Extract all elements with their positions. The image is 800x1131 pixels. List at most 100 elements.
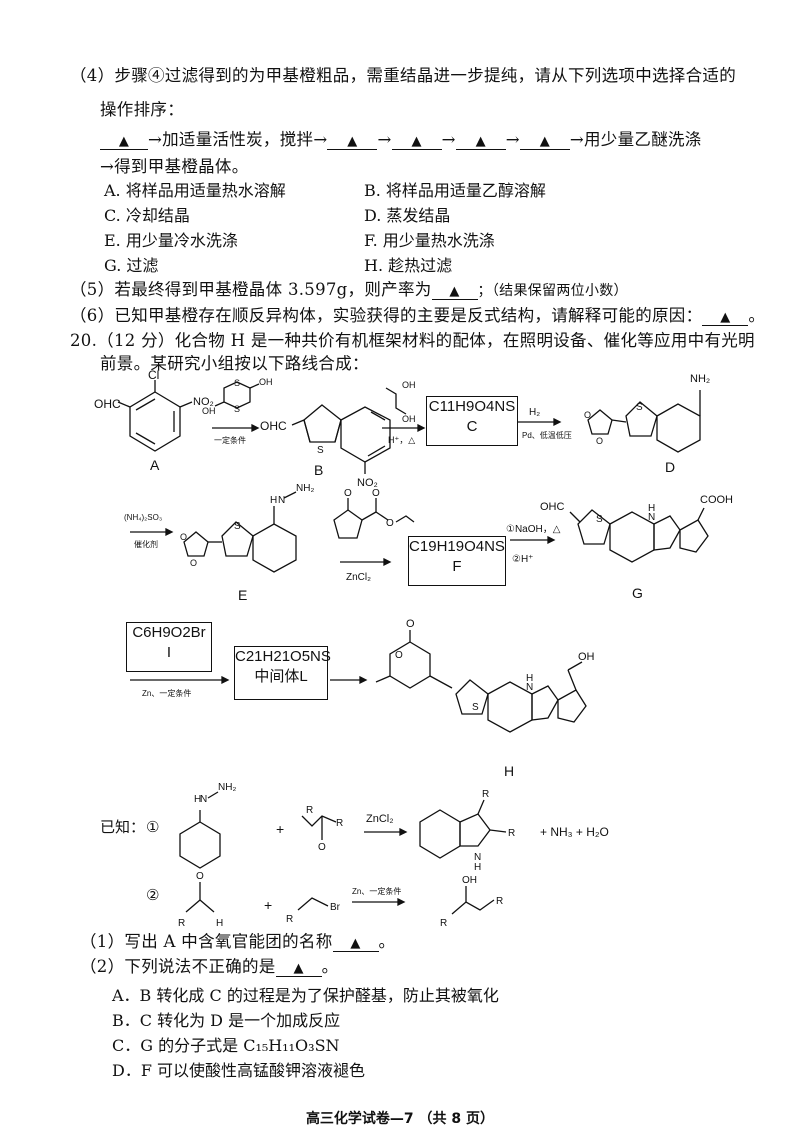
synthesis-scheme: Cl NO₂ OHC A S S OH OH 一定条件 OHC S NO₂ B … <box>94 370 733 929</box>
option-c: C. 冷却结晶 <box>104 206 190 225</box>
answer-blank-yield[interactable]: ▲ <box>431 282 478 300</box>
q19-step-sequence: ▲→加适量活性炭，搅拌→▲→▲→▲→▲→用少量乙醚洗涤 <box>100 126 702 150</box>
svg-text:O: O <box>406 618 415 630</box>
label-g: G <box>632 585 643 601</box>
compound-e: O O H N NH₂ S E <box>180 483 314 603</box>
q19-part4-line2: 操作排序： <box>100 100 184 119</box>
svg-text:H: H <box>270 495 277 506</box>
q19-step-end: →得到甲基橙晶体。 <box>100 157 249 176</box>
ketoester-reagent: O O O <box>333 488 415 539</box>
answer-blank-sub1[interactable]: ▲ <box>332 934 379 952</box>
option-f: F. 用少量热水洗涤 <box>364 231 495 250</box>
svg-text:NO₂: NO₂ <box>357 477 378 489</box>
label-b: B <box>314 462 323 478</box>
option-a: A. 将样品用适量热水溶解 <box>104 181 286 200</box>
answer-blank-4[interactable]: ▲ <box>455 132 506 150</box>
svg-text:O: O <box>344 488 352 499</box>
compound-b: OHC S NO₂ B <box>260 404 391 489</box>
svg-text:+: + <box>264 897 272 913</box>
answer-blank-3[interactable]: ▲ <box>391 132 442 150</box>
svg-text:NH₂: NH₂ <box>218 782 236 793</box>
label-e: E <box>238 587 247 603</box>
svg-text:R: R <box>440 918 447 929</box>
svg-text:N: N <box>200 794 207 805</box>
svg-text:R: R <box>508 828 515 839</box>
svg-text:NH₂: NH₂ <box>690 373 710 385</box>
option-g: G. 过滤 <box>104 256 159 275</box>
svg-text:N: N <box>526 682 533 693</box>
reagent-i-l: Zn、一定条件 <box>142 688 191 698</box>
label-d: D <box>665 459 675 475</box>
compound-h: O O S N H OH H <box>375 618 595 779</box>
q19-part6: （6）已知甲基橙存在顺反异构体，实验获得的主要是反式结构，请解释可能的原因：▲。 <box>70 306 766 326</box>
svg-text:Br: Br <box>330 902 341 913</box>
known1-ketone: R R O <box>301 805 343 853</box>
svg-text:H: H <box>474 862 481 873</box>
no2-group: NO₂ <box>193 396 214 408</box>
svg-text:R: R <box>336 818 343 829</box>
compound-g: OHC S N H COOH G <box>540 494 733 601</box>
option-d: D. 蒸发结晶 <box>364 206 451 225</box>
box-c: C11H9O4NS C <box>426 396 518 446</box>
answer-blank-5[interactable]: ▲ <box>519 132 570 150</box>
svg-text:S: S <box>234 378 240 388</box>
answer-blank-sub2[interactable]: ▲ <box>275 959 322 977</box>
svg-text:O: O <box>395 650 403 661</box>
svg-text:R: R <box>178 918 185 929</box>
answer-blank-1[interactable]: ▲ <box>100 132 148 150</box>
svg-text:NH₂: NH₂ <box>296 483 314 494</box>
label-a: A <box>150 457 160 473</box>
svg-text:R: R <box>482 789 489 800</box>
svg-text:S: S <box>234 521 241 532</box>
q19-part5: （5）若最终得到甲基橙晶体 3.597g，则产率为▲；（结果保留两位小数） <box>70 280 628 300</box>
reagent-c-d-2: Pd、低温低压 <box>522 430 572 440</box>
glycol-reagent: OH OH <box>385 380 416 424</box>
box-i: C6H9O2Br I <box>126 622 212 672</box>
reagent-b-c: H⁺，△ <box>388 435 415 445</box>
ohc-group: OHC <box>94 397 121 411</box>
svg-text:Zn、一定条件: Zn、一定条件 <box>352 886 401 896</box>
known-label: 已知： <box>100 819 145 836</box>
box-l: C21H21O5NS 中间体L <box>234 646 331 700</box>
dithiane-reagent: S S OH OH <box>202 377 273 416</box>
svg-text:OH: OH <box>402 380 416 390</box>
q20-sub2: （2）下列说法不正确的是▲。 <box>80 957 339 977</box>
known2-bromide: R Br <box>286 897 341 925</box>
page-footer: 高三化学试卷—7 （共 8 页） <box>305 1111 495 1127</box>
svg-text:H: H <box>648 503 655 514</box>
q20-sub1: （1）写出 A 中含氧官能团的名称▲。 <box>80 932 396 952</box>
svg-text:O: O <box>180 532 187 542</box>
svg-text:O: O <box>196 871 204 882</box>
svg-text:S: S <box>636 402 643 413</box>
svg-text:OH: OH <box>402 414 416 424</box>
svg-text:OH: OH <box>578 651 595 663</box>
known1-phenylhydrazine: H N NH₂ <box>179 782 236 869</box>
reagent-e-f: ZnCl₂ <box>346 572 371 583</box>
choice-a: A．B 转化成 C 的过程是为了保护醛基，防止其被氧化 <box>112 986 499 1005</box>
svg-text:COOH: COOH <box>700 494 733 506</box>
svg-text:OHC: OHC <box>540 501 565 513</box>
svg-text:O: O <box>386 518 394 529</box>
label-h: H <box>504 763 514 779</box>
svg-text:S: S <box>234 404 240 414</box>
answer-blank-2[interactable]: ▲ <box>327 132 378 150</box>
reagent-f-g-1: ①NaOH，△ <box>506 524 561 535</box>
svg-text:ZnCl₂: ZnCl₂ <box>366 813 394 825</box>
svg-text:OH: OH <box>259 377 273 387</box>
box-f: C19H19O4NS F <box>408 536 506 586</box>
reagent-d-e-1: (NH₄)₂SO₃ <box>124 513 162 522</box>
svg-text:S: S <box>317 445 324 456</box>
q20-intro-line1: 20.（12 分）化合物 H 是一种共价有机框架材料的配体，在照明设备、催化等应… <box>70 331 755 350</box>
svg-text:O: O <box>318 842 326 853</box>
choice-c: C．G 的分子式是 C₁₅H₁₁O₃SN <box>112 1036 340 1055</box>
svg-text:N: N <box>278 495 285 506</box>
svg-text:R: R <box>306 805 313 816</box>
svg-text:H: H <box>194 794 201 805</box>
svg-text:R: R <box>286 914 293 925</box>
compound-d: O O NH₂ S D <box>584 373 710 475</box>
svg-text:②: ② <box>146 887 159 904</box>
svg-text:O: O <box>190 558 197 568</box>
q19-part4-line1: （4）步骤④过滤得到的为甲基橙粗品，需重结晶进一步提纯，请从下列选项中选择合适的 <box>70 66 736 85</box>
q20-intro-line2: 前景。某研究小组按以下路线合成： <box>100 354 369 373</box>
answer-blank-reason[interactable]: ▲ <box>702 308 749 326</box>
